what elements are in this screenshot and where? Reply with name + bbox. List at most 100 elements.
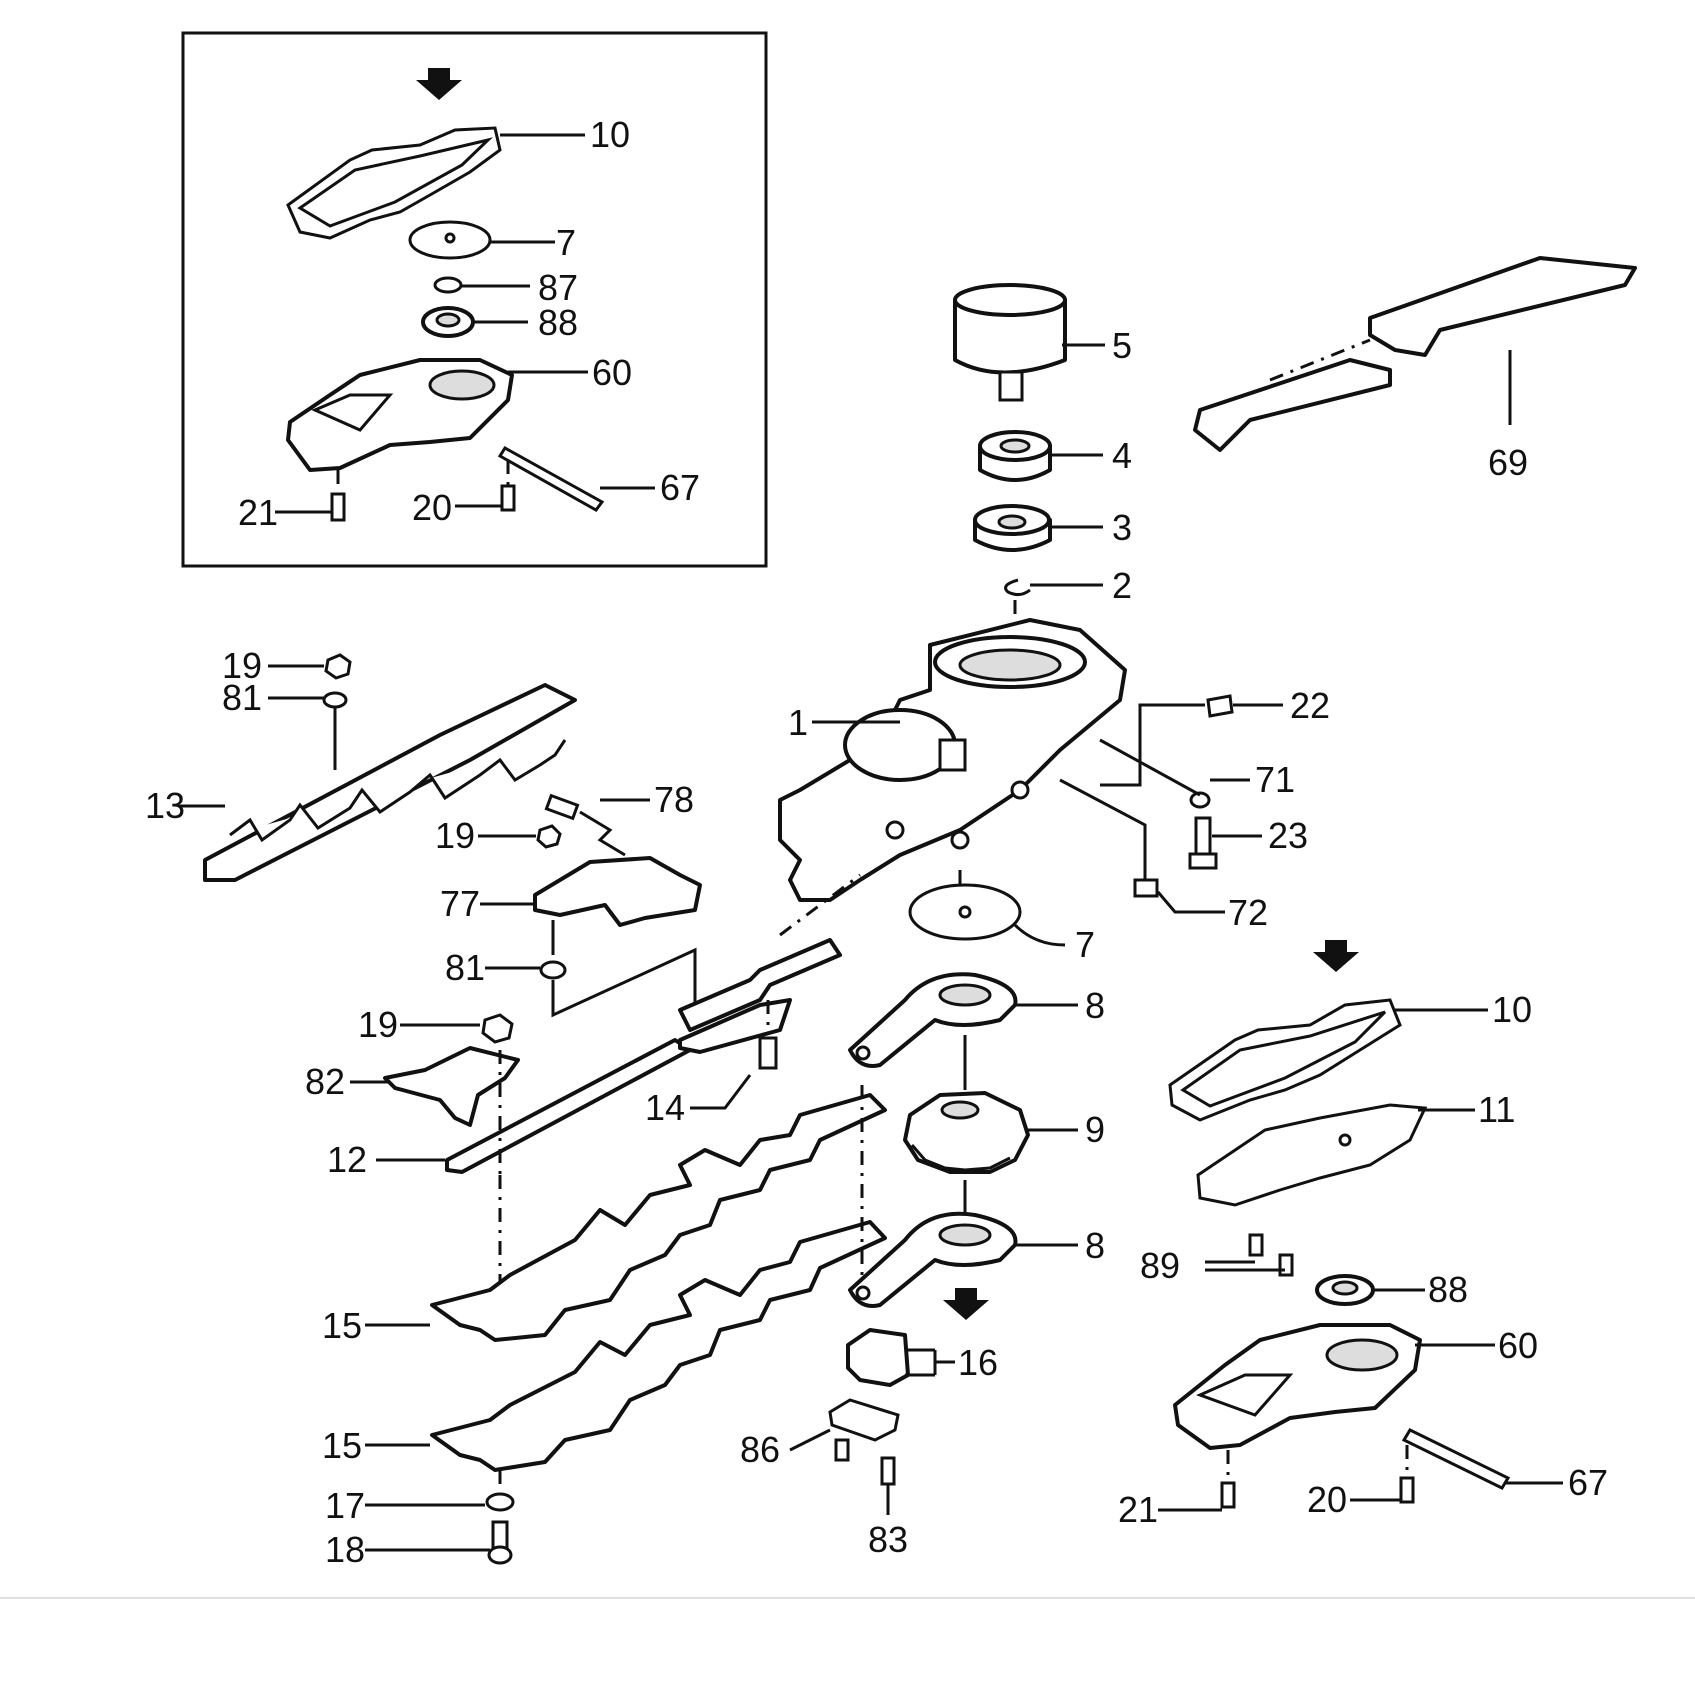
part-11-plate (1196, 1103, 1428, 1207)
label-81-mid: 81 (445, 947, 485, 988)
label-9: 9 (1085, 1109, 1105, 1150)
part-20-screw (1399, 1476, 1415, 1504)
inset-screw-20 (500, 484, 516, 512)
label-19-low: 19 (358, 1004, 398, 1045)
part-81-washer-top (322, 691, 348, 709)
down-arrow-icon (1313, 940, 1359, 972)
label-inset-20: 20 (412, 487, 452, 528)
axis-81b-link (551, 947, 697, 1018)
axis-71 (1099, 738, 1201, 797)
inset-washer-87 (433, 276, 463, 294)
part-23-bolt (1194, 816, 1212, 856)
label-69: 69 (1488, 442, 1528, 483)
inset-gasket-10-inner (297, 137, 493, 228)
axis-78 (579, 810, 626, 857)
part-60-bore (1325, 1338, 1399, 1372)
leader-14 (690, 1074, 752, 1110)
part-12-plate (445, 1038, 692, 1174)
part-72-nut (1133, 878, 1159, 898)
label-81-top: 81 (222, 677, 262, 718)
label-16: 16 (958, 1342, 998, 1383)
part-13-blade-bar (203, 683, 577, 882)
label-83: 83 (868, 1519, 908, 1560)
part-18-head (487, 1545, 513, 1565)
inset-rod-67 (497, 445, 605, 512)
label-88: 88 (1428, 1269, 1468, 1310)
part-5-shaft (998, 370, 1024, 402)
label-4: 4 (1112, 435, 1132, 476)
part-16-clip (846, 1328, 910, 1387)
part-4-bore (999, 438, 1031, 454)
label-8-upper: 8 (1085, 985, 1105, 1026)
axis-72 (1059, 778, 1147, 880)
part-22-screw (1206, 694, 1234, 718)
part-19-nut-top (324, 653, 352, 680)
part-11-hole (1338, 1133, 1352, 1147)
part-9-teeth (910, 1144, 1011, 1172)
part-2-clip (1004, 578, 1031, 597)
label-inset-7: 7 (556, 222, 576, 263)
part-8-lower-bore (938, 1223, 992, 1247)
label-18: 18 (325, 1529, 365, 1570)
part-8-upper-pin (855, 1045, 871, 1061)
part-1-collar-bore (958, 648, 1062, 682)
label-15-upper: 15 (322, 1305, 362, 1346)
label-19-mid: 19 (435, 815, 475, 856)
label-inset-67: 67 (660, 467, 700, 508)
part-1-hole-c (1010, 780, 1030, 800)
label-11: 11 (1478, 1089, 1515, 1130)
part-15-blade-upper (430, 1093, 887, 1342)
inset-bearing-88-bore (435, 312, 461, 328)
leader-7 (1013, 923, 1066, 947)
label-78: 78 (654, 779, 694, 820)
part-8-crank-upper (848, 972, 1018, 1068)
part-81-washer-mid (539, 960, 567, 980)
right-cover-group (1158, 940, 1563, 1512)
part-19-nut-low (481, 1013, 514, 1044)
part-86-plate (828, 1398, 900, 1442)
label-71: 71 (1255, 759, 1295, 800)
label-inset-10: 10 (590, 114, 630, 155)
axis-69 (1269, 338, 1371, 382)
part-17-washer (485, 1492, 515, 1512)
label-1: 1 (788, 702, 808, 743)
part-blade-connector (678, 938, 842, 1032)
part-5-rim (953, 283, 1067, 317)
inset-cover-60-rib (311, 393, 394, 432)
label-20: 20 (1307, 1479, 1347, 1520)
label-3: 3 (1112, 507, 1132, 548)
inset-frame (181, 31, 768, 568)
part-9-hub (940, 1100, 980, 1120)
part-1-stud (938, 738, 967, 772)
label-82: 82 (305, 1061, 345, 1102)
label-2: 2 (1112, 565, 1132, 606)
part-82-guide (383, 1046, 520, 1127)
inset-box: 10 7 87 88 60 21 20 67 (181, 31, 768, 568)
label-77: 77 (440, 883, 480, 924)
part-19-nut-mid (536, 824, 562, 849)
label-60: 60 (1498, 1325, 1538, 1366)
blades-15 (365, 1085, 887, 1565)
part-9-gear (903, 1091, 1030, 1174)
part-7-hole (958, 905, 972, 919)
part-89-screw-b (1278, 1253, 1294, 1277)
label-5: 5 (1112, 325, 1132, 366)
down-arrow-icon (416, 68, 462, 100)
part-labels: 5 4 3 2 1 22 71 23 72 7 69 19 81 13 78 1… (145, 325, 1608, 1570)
label-21: 21 (1118, 1489, 1158, 1530)
part-10-gasket-inner (1180, 1010, 1387, 1108)
part-78-screw (544, 793, 580, 821)
part-60-rib (1195, 1373, 1294, 1417)
label-22: 22 (1290, 685, 1330, 726)
part-8-upper-bore (938, 983, 992, 1007)
part-67-rod (1401, 1428, 1511, 1490)
label-19-top: 19 (222, 645, 262, 686)
part-69-upper (1368, 256, 1637, 357)
part-1-hole-b (950, 830, 970, 850)
label-inset-88: 88 (538, 302, 578, 343)
label-12: 12 (327, 1139, 367, 1180)
inset-screw-21 (330, 492, 346, 522)
part-83-screw (880, 1456, 896, 1486)
label-13: 13 (145, 785, 185, 826)
